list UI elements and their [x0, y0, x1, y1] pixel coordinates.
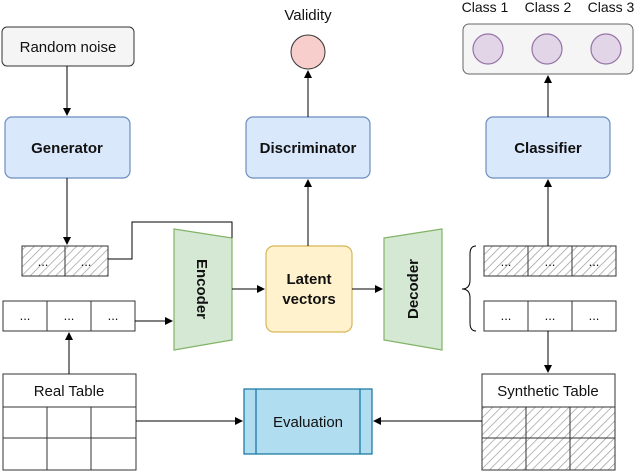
- connector-arrows: [63, 66, 552, 425]
- generated-vector-ellipsis-1: ...: [38, 254, 49, 269]
- real-table-header: [2, 373, 137, 408]
- class-2-node: [531, 33, 563, 65]
- latent-vectors-box: [265, 245, 353, 333]
- reconstructed-vector-cell-1: [483, 300, 529, 332]
- synthetic-vector-cell-3: [571, 245, 617, 277]
- decoder-label: Decoder: [405, 259, 422, 319]
- real-vector-ellipsis-1: ...: [20, 308, 31, 323]
- real-vector-cell-3: [90, 300, 136, 332]
- synthetic-vector-ellipsis-2: ...: [545, 254, 556, 269]
- random-noise-label: Random noise: [20, 39, 117, 56]
- evaluation-box: [243, 388, 373, 455]
- synthetic-table-header: [481, 373, 616, 408]
- reconstructed-vector-ellipsis-2: ...: [545, 308, 556, 323]
- real-vector-cell-2: [46, 300, 92, 332]
- class-1-node: [472, 33, 504, 65]
- real-vector-ellipsis-3: ...: [108, 308, 119, 323]
- class-1-label: Class 1: [462, 0, 509, 15]
- synthetic-vector-cell-1: [483, 245, 529, 277]
- validity-label: Validity: [284, 7, 332, 24]
- random-noise-box: [1, 26, 135, 67]
- discriminator-label: Discriminator: [260, 140, 357, 157]
- reconstructed-vector-cell-2: [527, 300, 573, 332]
- encoder-shape: [173, 228, 233, 351]
- evaluation-label: Evaluation: [273, 414, 343, 431]
- latent-vectors-line-2: vectors: [282, 291, 335, 308]
- synthetic-vector-ellipsis-3: ...: [589, 254, 600, 269]
- reconstructed-vector-ellipsis-3: ...: [589, 308, 600, 323]
- synthetic-table-label: Synthetic Table: [497, 383, 598, 400]
- synthetic-vector-ellipsis-1: ...: [501, 254, 512, 269]
- generated-vector-ellipsis-2: ...: [81, 254, 92, 269]
- generated-vector-cell-2: [64, 245, 109, 277]
- generated-vector-cell-1: [21, 245, 66, 277]
- encoder-label: Encoder: [193, 259, 210, 319]
- latent-vectors-line-1: Latent: [287, 271, 332, 288]
- validity-circle: [290, 34, 326, 70]
- generator-label: Generator: [31, 140, 103, 157]
- classifier-label: Classifier: [514, 140, 582, 157]
- reconstructed-vector-cell-3: [571, 300, 617, 332]
- real-vector-cell-1: [2, 300, 48, 332]
- class-3-node: [590, 33, 622, 65]
- synthetic-vector-cell-2: [527, 245, 573, 277]
- class-3-label: Class 3: [588, 0, 635, 15]
- real-table-label: Real Table: [34, 383, 105, 400]
- real-vector-ellipsis-2: ...: [64, 308, 75, 323]
- class-2-label: Class 2: [525, 0, 572, 15]
- reconstructed-vector-ellipsis-1: ...: [501, 308, 512, 323]
- decoder-output-brace: [461, 245, 477, 332]
- arrow-generated-vector-to-encoder: [108, 221, 233, 260]
- decoder-shape: [383, 228, 443, 351]
